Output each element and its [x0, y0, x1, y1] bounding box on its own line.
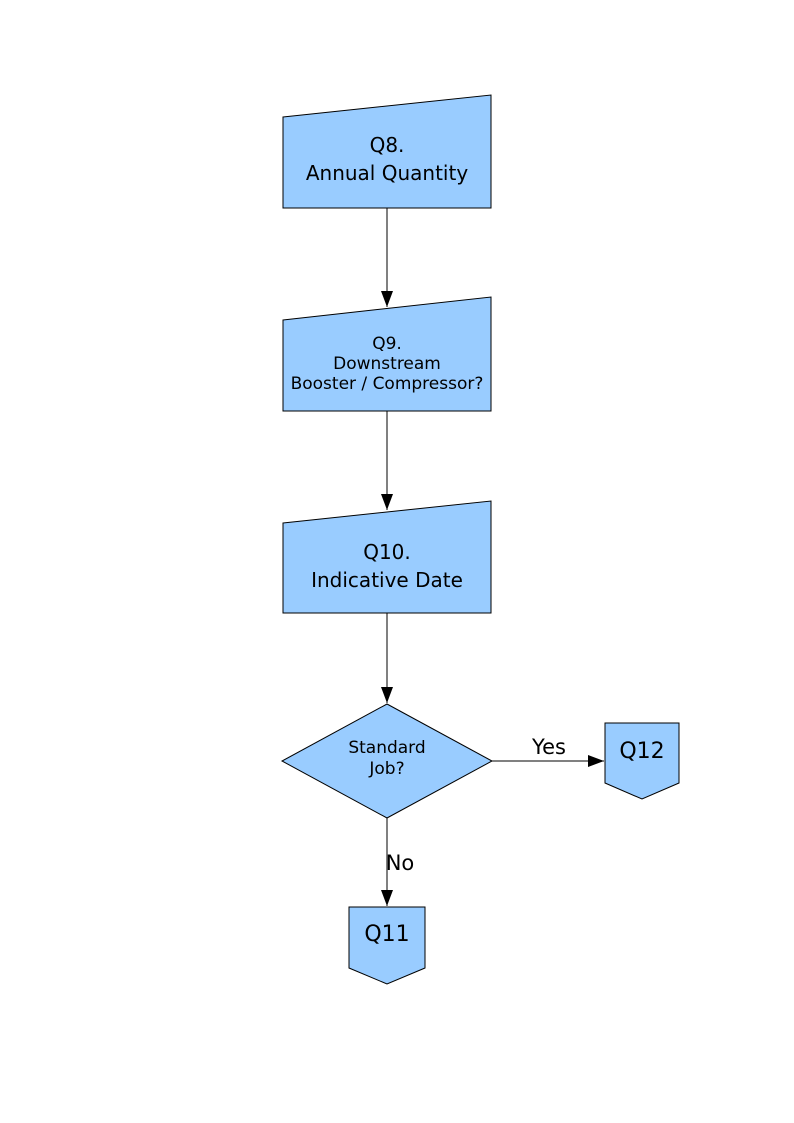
- q9-label-line-1: Q9.: [372, 334, 402, 354]
- q8-label-line-1: Q8.: [369, 133, 405, 157]
- q9-manual-input-shape: [282, 296, 492, 412]
- yes-edge-label: Yes: [532, 735, 566, 759]
- q10-label-line-1: Q10.: [363, 540, 411, 564]
- decision-label-line-1: Standard: [348, 738, 426, 758]
- q12-node-label: Q12: [619, 739, 665, 764]
- q8-node-label: Q8. Annual Quantity: [283, 131, 491, 187]
- q8-label-line-2: Annual Quantity: [305, 161, 469, 185]
- decision-label-line-2: Job?: [369, 759, 405, 779]
- q8-manual-input-shape: [282, 94, 492, 209]
- q10-node-label: Q10. Indicative Date: [283, 538, 491, 594]
- q11-node-label: Q11: [364, 922, 410, 947]
- q12-offpage-connector-shape: [604, 722, 680, 800]
- q9-label-line-3: Booster / Compressor?: [290, 374, 484, 394]
- q9-node-label: Q9. Downstream Booster / Compressor?: [283, 334, 491, 394]
- decision-node-label: Standard Job?: [282, 738, 492, 780]
- q10-manual-input-shape: [282, 500, 492, 614]
- no-edge-label: No: [385, 851, 415, 875]
- q11-offpage-connector-shape: [348, 906, 426, 985]
- decision-diamond-shape: [280, 703, 494, 819]
- q9-label-line-2: Downstream: [333, 354, 441, 374]
- q10-label-line-2: Indicative Date: [311, 568, 463, 592]
